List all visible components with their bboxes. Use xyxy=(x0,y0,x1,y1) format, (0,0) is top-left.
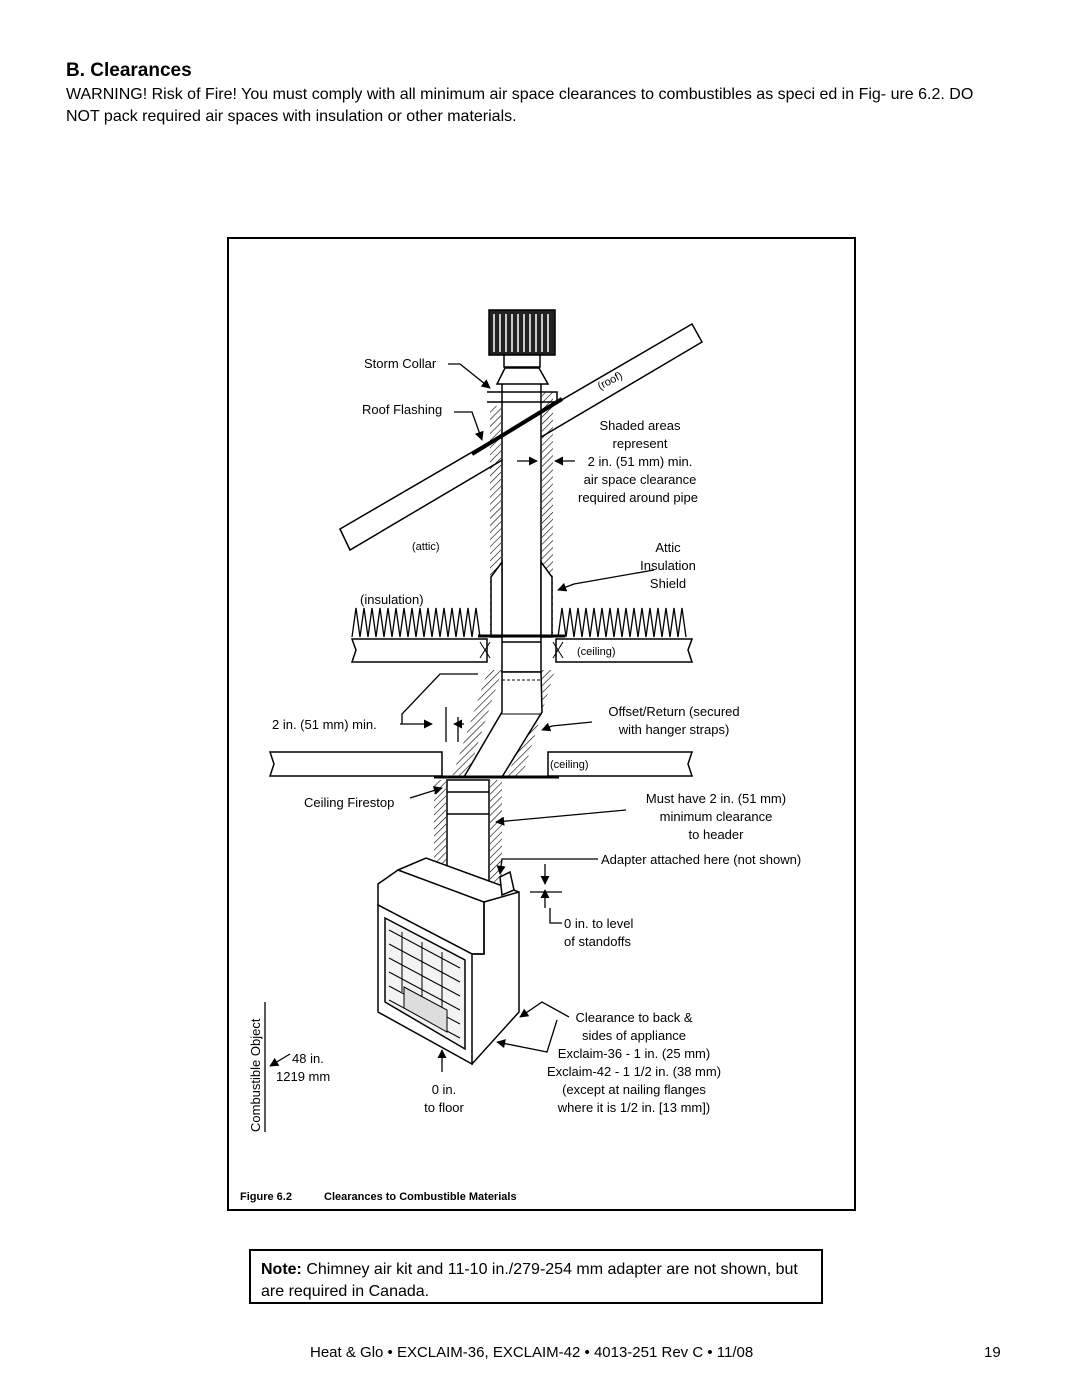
clearance-shading-left xyxy=(490,406,501,634)
label-header-3: to header xyxy=(689,827,745,842)
label-insulation: (insulation) xyxy=(360,592,424,607)
note-label: Note: xyxy=(261,1261,302,1278)
label-back-5: (except at nailing flanges xyxy=(562,1082,706,1097)
chimney-cap xyxy=(487,309,558,403)
label-shaded-4: air space clearance xyxy=(584,472,697,487)
label-1219mm: 1219 mm xyxy=(276,1069,330,1084)
note-box: Note: Chimney air kit and 11-10 in./279-… xyxy=(249,1249,823,1304)
label-back-3: Exclaim-36 - 1 in. (25 mm) xyxy=(558,1046,710,1061)
label-header-2: minimum clearance xyxy=(660,809,773,824)
label-roof-flashing: Roof Flashing xyxy=(362,402,442,417)
chimney-pipe xyxy=(501,381,542,673)
label-shaded-3: 2 in. (51 mm) min. xyxy=(588,454,693,469)
label-header-1: Must have 2 in. (51 mm) xyxy=(646,791,786,806)
clearance-shading-right xyxy=(542,392,553,634)
attic-insulation-shield xyxy=(490,559,553,638)
clearance-shading-lower-right xyxy=(490,780,502,882)
label-floor-1: 0 in. xyxy=(432,1082,457,1097)
label-shaded-2: represent xyxy=(613,436,668,451)
clearance-shading-lower-left xyxy=(434,780,446,882)
label-back-4: Exclaim-42 - 1 1/2 in. (38 mm) xyxy=(547,1064,721,1079)
label-back-1: Clearance to back & xyxy=(575,1010,692,1025)
label-shaded-5: required around pipe xyxy=(578,490,698,505)
figure-caption-number: Figure 6.2 xyxy=(240,1191,292,1203)
ceiling-upper xyxy=(350,634,694,663)
clearance-diagram: Storm Collar Roof Flashing (roof) Shaded… xyxy=(240,309,801,1203)
page-footer: Heat & Glo • EXCLAIM-36, EXCLAIM-42 • 40… xyxy=(310,1344,754,1361)
label-floor-2: to floor xyxy=(424,1100,464,1115)
section-heading: B. Clearances xyxy=(66,60,192,81)
adapter xyxy=(499,870,515,897)
label-adapter: Adapter attached here (not shown) xyxy=(601,852,801,867)
label-attic-shield-2: Insulation xyxy=(640,558,696,573)
figure-frame: Storm Collar Roof Flashing (roof) Shaded… xyxy=(227,237,856,1211)
page-number: 19 xyxy=(984,1344,1001,1361)
offset-pipe xyxy=(452,670,555,778)
label-back-6: where it is 1/2 in. [13 mm]) xyxy=(557,1100,710,1115)
label-offset-1: Offset/Return (secured xyxy=(608,704,739,719)
label-ceiling-firestop: Ceiling Firestop xyxy=(304,795,394,810)
label-ceiling-upper: (ceiling) xyxy=(577,646,616,658)
label-attic-shield-1: Attic xyxy=(655,540,681,555)
roof-flashing xyxy=(470,397,564,456)
label-combustible-object: Combustible Object xyxy=(248,1018,263,1132)
note-text: Chimney air kit and 11-10 in./279-254 mm… xyxy=(261,1261,798,1300)
storm-collar xyxy=(495,367,550,385)
label-standoff-2: of standoffs xyxy=(564,934,631,949)
label-storm-collar: Storm Collar xyxy=(364,356,437,371)
label-48in: 48 in. xyxy=(292,1051,324,1066)
label-back-2: sides of appliance xyxy=(582,1028,686,1043)
figure-caption-title: Clearances to Combustible Materials xyxy=(324,1191,517,1203)
label-offset-2: with hanger straps) xyxy=(618,722,730,737)
label-ceiling-lower: (ceiling) xyxy=(550,759,589,771)
label-two-in-min: 2 in. (51 mm) min. xyxy=(272,717,377,732)
ceiling-lower xyxy=(268,751,694,779)
warning-text: WARNING! Risk of Fire! You must comply w… xyxy=(66,86,974,125)
label-attic: (attic) xyxy=(412,541,440,553)
label-attic-shield-3: Shield xyxy=(650,576,686,591)
leader-lines xyxy=(264,363,655,1132)
insulation xyxy=(351,607,687,638)
fireplace xyxy=(377,857,520,1066)
label-standoff-1: 0 in. to level xyxy=(564,916,633,931)
label-shaded-1: Shaded areas xyxy=(600,418,681,433)
